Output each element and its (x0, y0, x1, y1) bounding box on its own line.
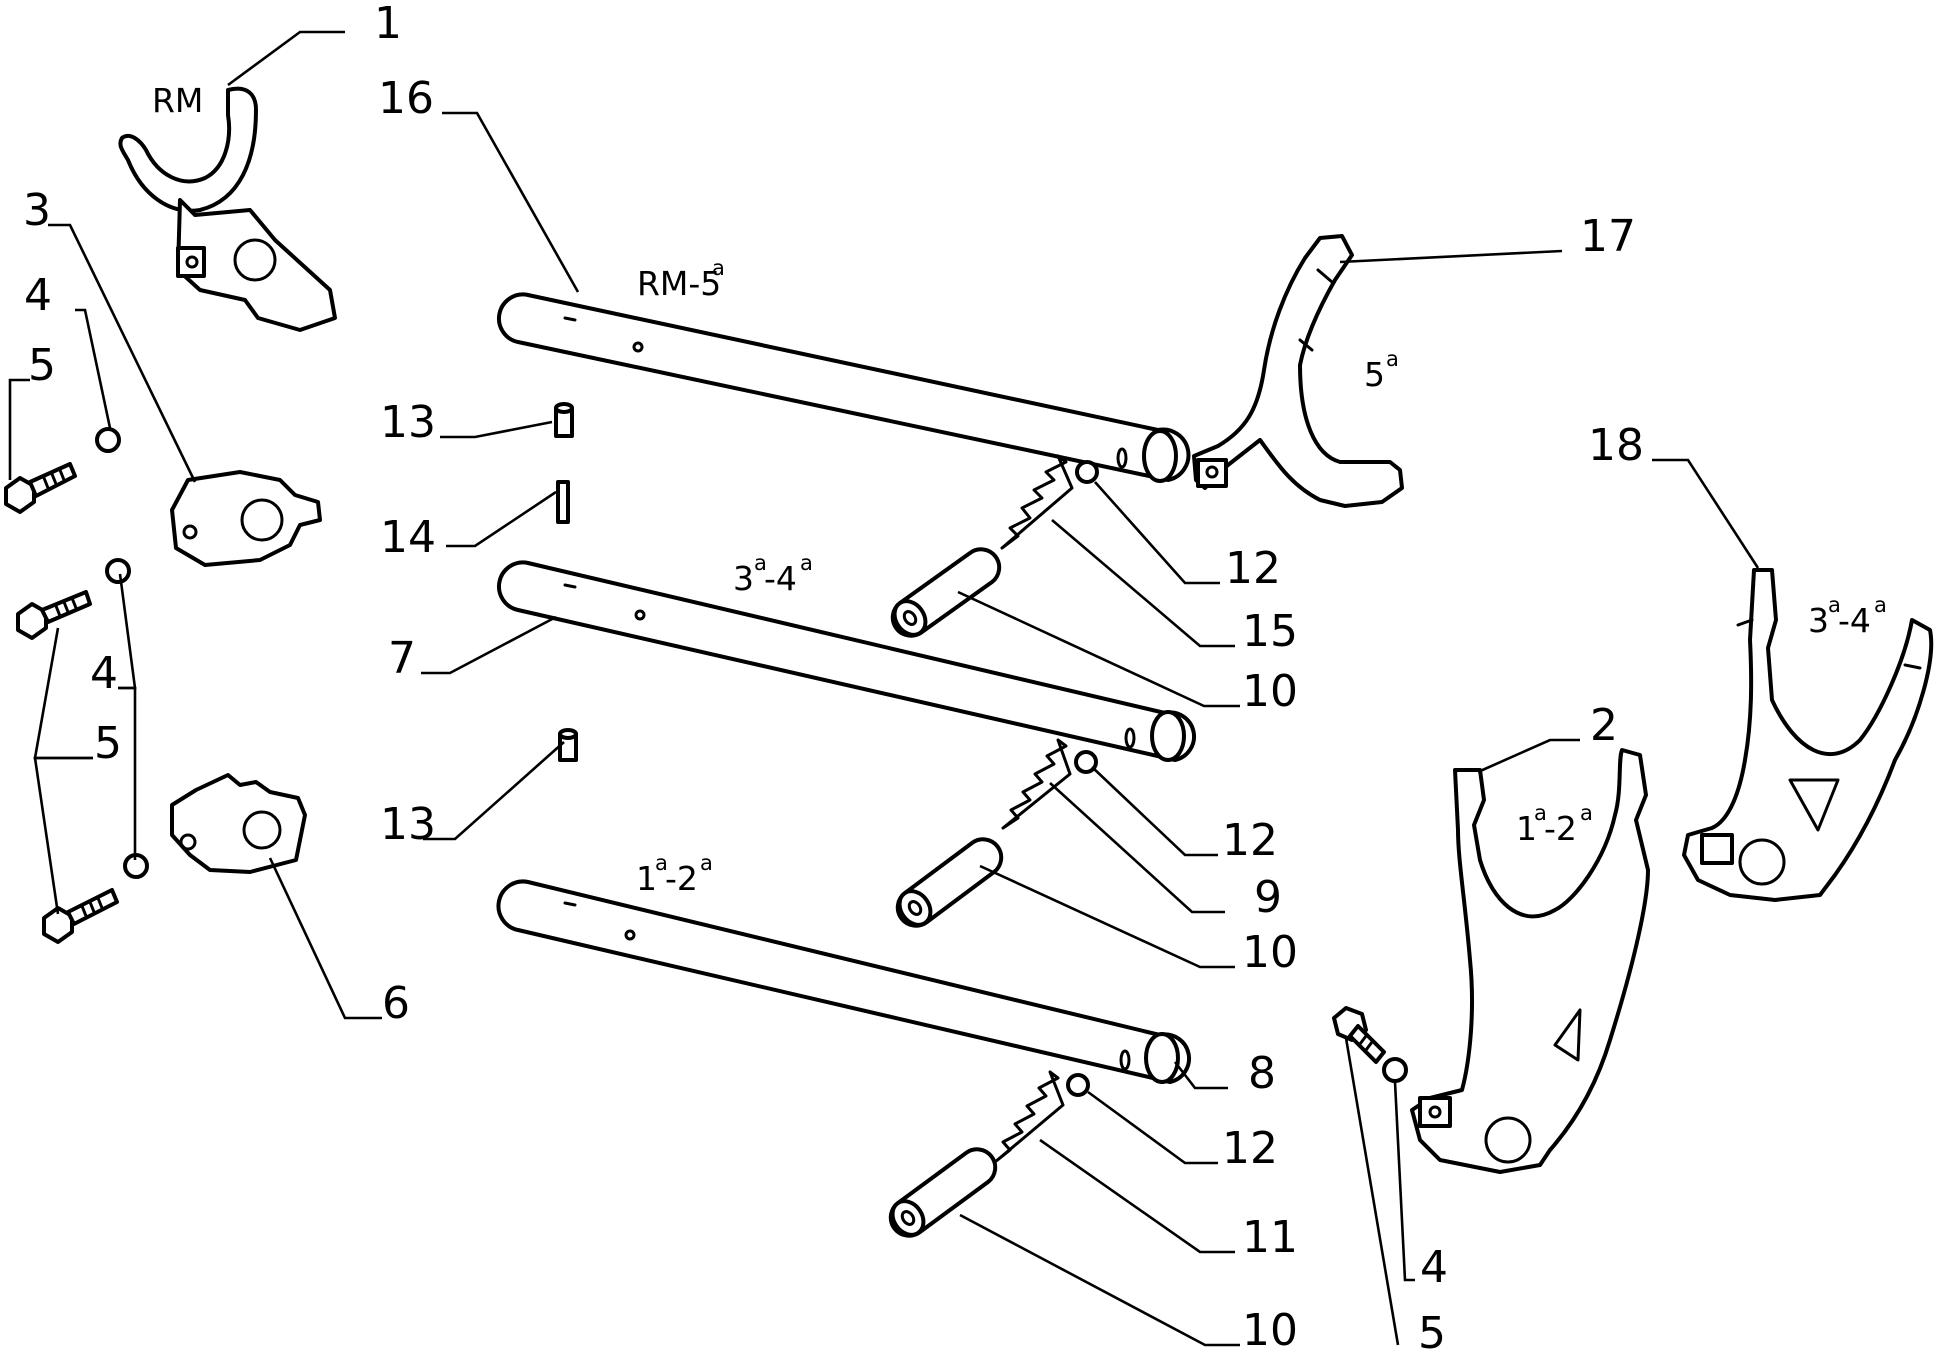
label-5th-sup: a (1386, 347, 1399, 371)
spring-middle (1001, 738, 1072, 830)
callout-13-bottom: 13 (380, 799, 436, 850)
callout-5-mid: 5 (94, 718, 122, 769)
callout-7: 7 (388, 633, 416, 684)
shaft-3-4 (496, 560, 1197, 762)
bolt-right (1332, 1006, 1386, 1064)
callout-4-right: 4 (1420, 1242, 1448, 1293)
callout-1: 1 (374, 0, 402, 49)
shaft-rm-5 (496, 292, 1191, 483)
shaft-1-2 (496, 879, 1192, 1084)
callout-10-bottom: 10 (1242, 1305, 1298, 1356)
label-3-4-fork-sup1: a (1828, 593, 1841, 617)
sleeve-lower (888, 1147, 998, 1238)
callout-15: 15 (1242, 606, 1298, 657)
label-1-2-shaft-sup1: a (655, 851, 668, 875)
callout-12-top: 12 (1225, 543, 1281, 594)
label-1-2-shaft: 1 (636, 859, 657, 898)
callout-14: 14 (380, 512, 436, 563)
label-1-2-shaft-dash: -2 (665, 859, 698, 898)
interlock-pin (556, 480, 570, 524)
callout-12-mid: 12 (1222, 815, 1278, 866)
label-1-2-fork-sup2: a (1580, 801, 1593, 825)
third-fourth-fork (1682, 568, 1934, 902)
label-1-2-fork: 1 (1516, 809, 1537, 848)
label-1-2-fork-sup1: a (1534, 801, 1547, 825)
callout-17: 17 (1580, 211, 1636, 262)
label-3-4-shaft-sup1: a (754, 551, 767, 575)
bolt-lower (42, 888, 119, 944)
callout-10-mid: 10 (1242, 927, 1298, 978)
callout-numbers: 1 16 3 4 5 17 13 14 18 12 15 7 10 4 5 2 … (23, 0, 1644, 1357)
callout-9: 9 (1254, 872, 1282, 923)
callout-3: 3 (23, 185, 51, 236)
detent-balls (1066, 460, 1099, 1097)
callout-18: 18 (1588, 420, 1644, 471)
callout-6: 6 (382, 978, 410, 1029)
callout-12-bottom: 12 (1222, 1123, 1278, 1174)
sleeve-middle (895, 837, 1004, 928)
bolt-upper (4, 462, 77, 514)
callout-10-top: 10 (1242, 666, 1298, 717)
label-3-4-fork-sup2: a (1874, 593, 1887, 617)
sleeve-upper (890, 547, 1002, 638)
callout-16: 16 (378, 73, 434, 124)
label-5th: 5 (1364, 355, 1385, 394)
reverse-fork (118, 86, 337, 332)
label-rm-5-sup: a (712, 256, 725, 280)
spring-lower (993, 1070, 1065, 1164)
lower-block (170, 773, 307, 874)
label-3-4-shaft-dash: -4 (764, 559, 797, 598)
label-rm: RM (152, 81, 203, 120)
label-3-4-fork: 3 (1808, 601, 1829, 640)
callout-13-top: 13 (380, 397, 436, 448)
first-second-fork (1410, 748, 1650, 1174)
spring-upper (1000, 454, 1074, 550)
bolt-middle (16, 590, 92, 640)
plunger-upper (554, 402, 574, 438)
label-1-2-shaft-sup2: a (700, 851, 713, 875)
label-1-2-fork-dash: -2 (1544, 809, 1577, 848)
leader-lines (8, 30, 1760, 1347)
gear-labels: RM RM-5 a 5 a 3 a -4 a 3 a -4 a 1 a -2 a… (152, 81, 1887, 898)
callout-4-mid: 4 (90, 648, 118, 699)
label-3-4-shaft: 3 (733, 559, 754, 598)
callout-5-right: 5 (1418, 1308, 1446, 1357)
label-3-4-fork-dash: -4 (1838, 601, 1871, 640)
fifth-gear-fork (1192, 234, 1404, 508)
callout-8: 8 (1248, 1048, 1276, 1099)
label-rm-5: RM-5 (637, 264, 721, 303)
callout-5-top: 5 (28, 340, 56, 391)
callout-2: 2 (1590, 700, 1618, 751)
plunger-lower (558, 728, 578, 762)
callout-11: 11 (1242, 1212, 1298, 1263)
callout-4-top: 4 (24, 270, 52, 321)
upper-block (170, 470, 322, 567)
washers (95, 427, 1408, 1083)
label-3-4-shaft-sup2: a (800, 551, 813, 575)
